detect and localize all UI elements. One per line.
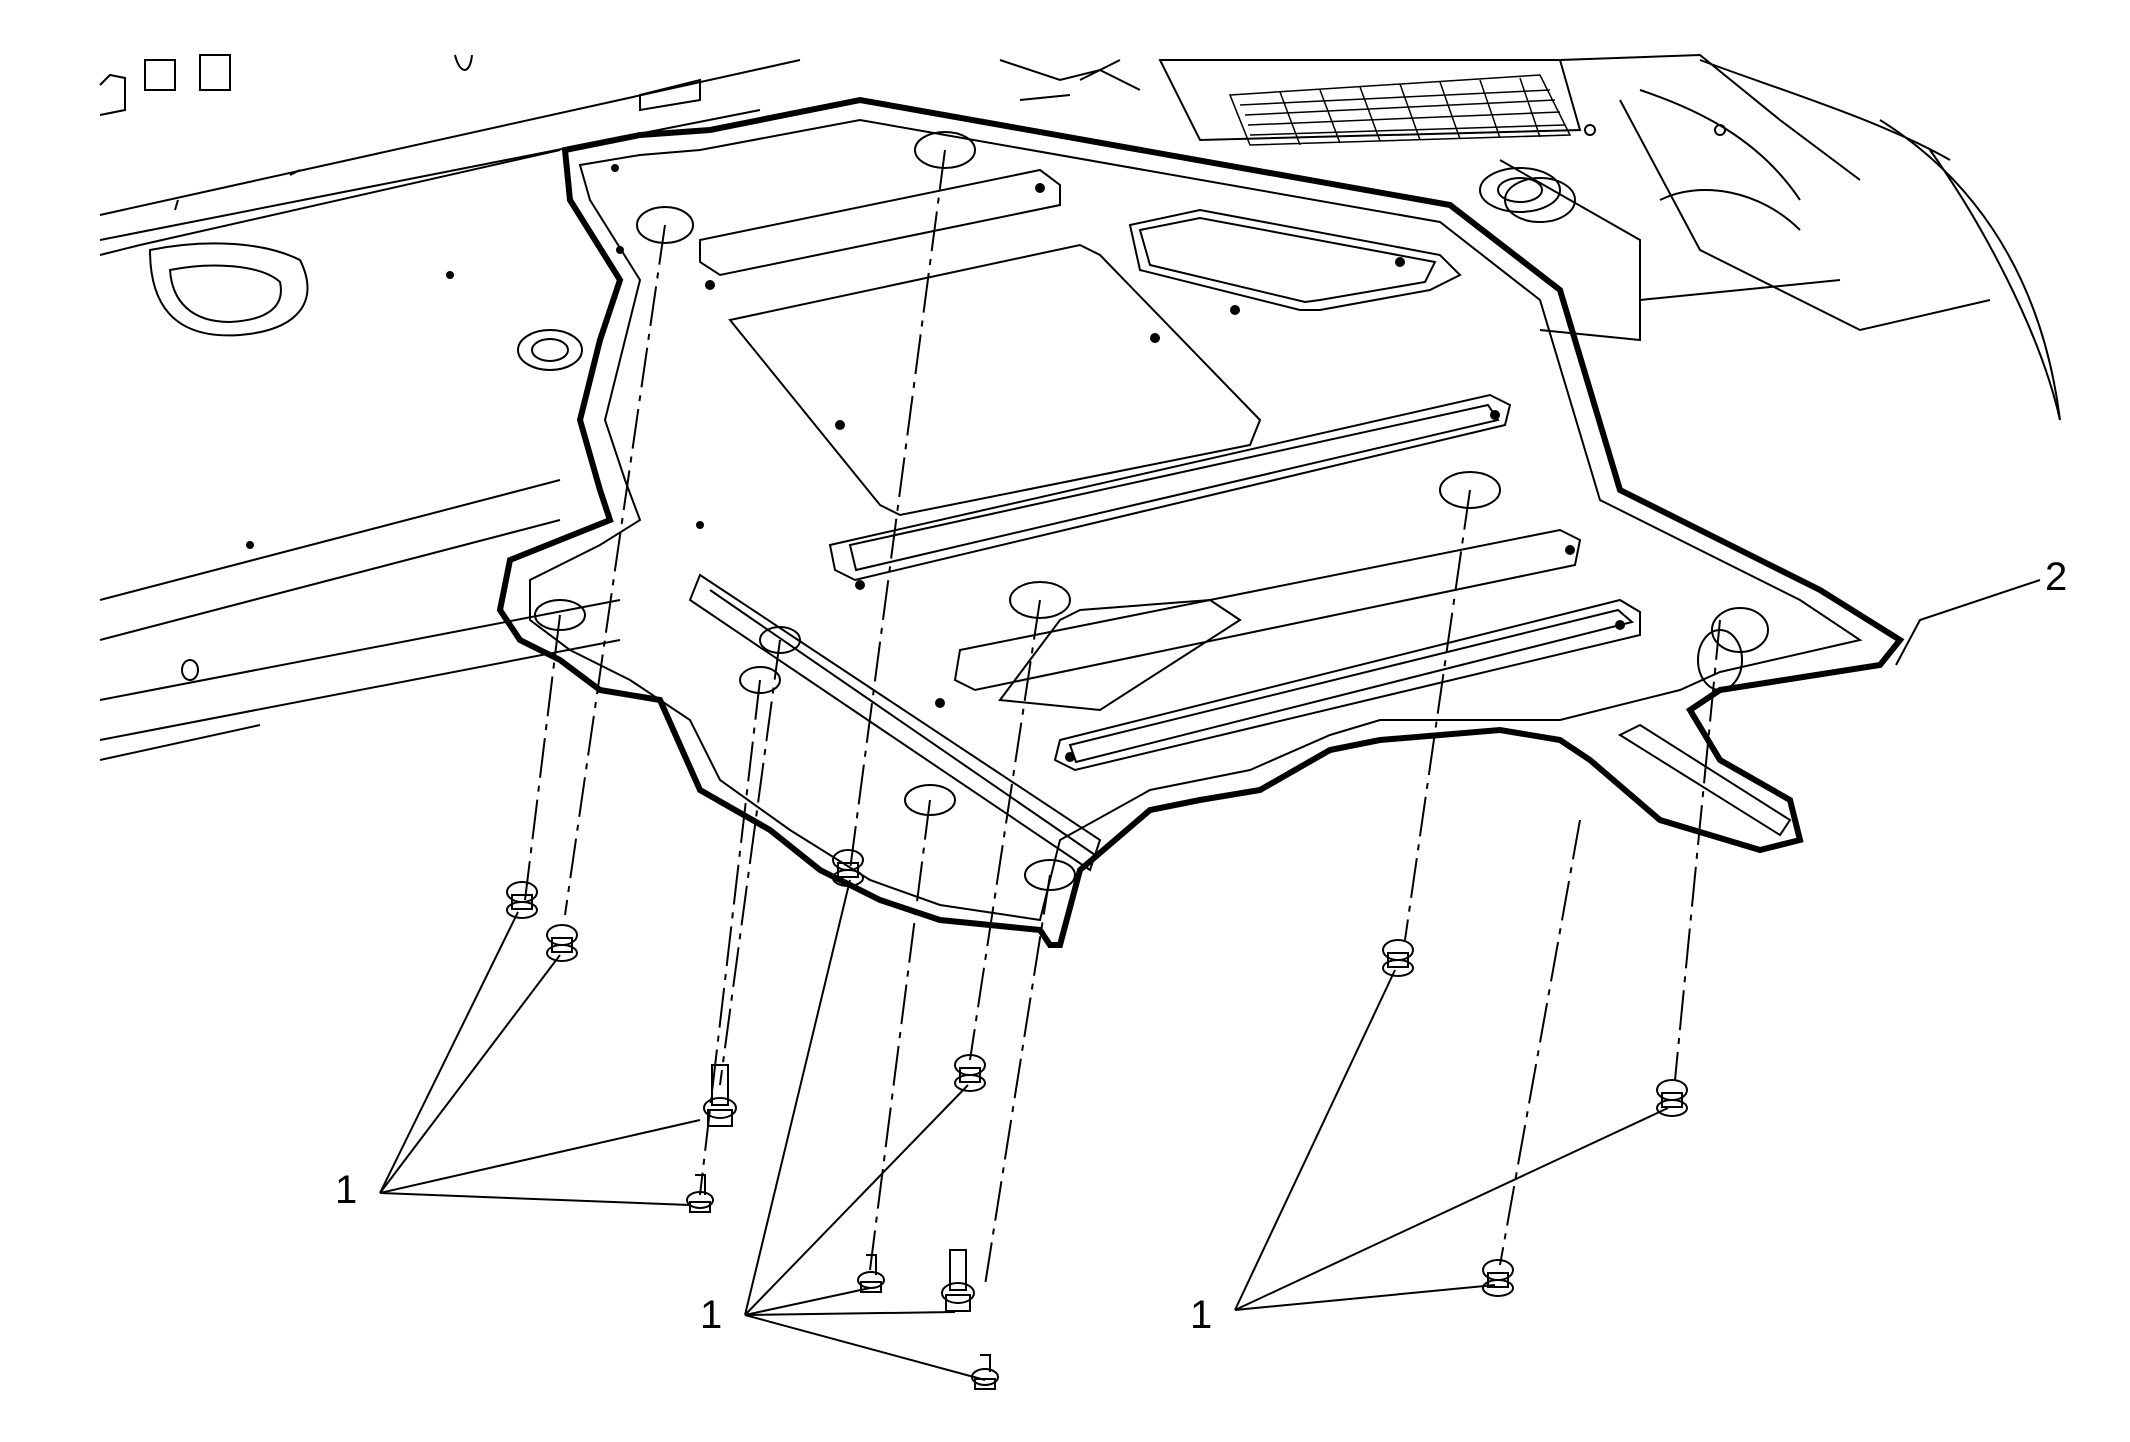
vehicle-underbody	[99, 53, 2061, 761]
fastener-bolt	[703, 1064, 737, 1127]
fastener-bolt	[941, 1249, 975, 1312]
fasteners	[506, 849, 1688, 1390]
fastener-clip	[686, 1174, 714, 1213]
vent-grille	[1228, 74, 1572, 146]
mounting-holes	[534, 131, 1769, 891]
leader-lines	[379, 579, 2041, 1381]
callout-label-1-left: 1	[335, 1168, 357, 1212]
fastener-clip	[971, 1354, 999, 1390]
callout-label-1-right: 1	[1190, 1293, 1212, 1337]
fastener-clip	[857, 1254, 885, 1293]
fastener-nut	[546, 924, 578, 962]
fastener-nut	[1656, 1079, 1688, 1117]
fastener-nut	[506, 881, 538, 919]
callout-label-1-middle: 1	[700, 1293, 722, 1337]
rivet-dots	[246, 164, 1625, 762]
fastener-nut	[954, 1054, 986, 1092]
fastener-nut	[1382, 939, 1414, 977]
callout-label-2: 2	[2045, 555, 2067, 599]
alignment-lines	[524, 149, 1721, 1286]
underbody-shield	[246, 96, 1905, 948]
fastener-nut	[1482, 1259, 1514, 1297]
